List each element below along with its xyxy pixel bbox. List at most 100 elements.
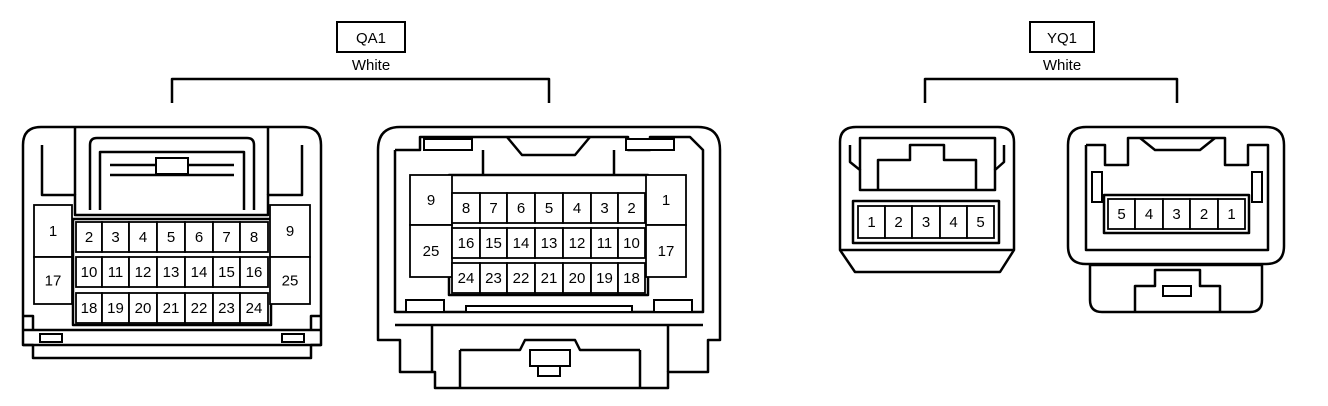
pin-cavity: [128, 256, 158, 288]
pin-cavity: [451, 227, 481, 259]
pin-number: 3: [922, 214, 930, 231]
pin-number: 9: [286, 223, 294, 240]
pin-number: 10: [623, 235, 640, 252]
pin-cavity: [645, 224, 687, 278]
pin-number: 21: [163, 300, 180, 317]
pin-number: 3: [1172, 206, 1180, 223]
pin-cavity: [212, 256, 241, 288]
pin-number: 18: [623, 270, 640, 287]
yq1-color-label: White: [1043, 57, 1081, 74]
pin-number: 22: [191, 300, 208, 317]
pin-cavity: [156, 256, 186, 288]
yq1-id-label: YQ1: [1047, 30, 1077, 47]
pin-number: 13: [541, 235, 558, 252]
pin-cavity: [617, 262, 646, 294]
pin-number: 3: [111, 229, 119, 246]
pin-cavity: [409, 174, 453, 226]
pin-number: 22: [513, 270, 530, 287]
pin-number: 12: [569, 235, 586, 252]
pin-number: 24: [246, 300, 263, 317]
yq1-left-housing: [838, 125, 1016, 274]
pin-cavity: [966, 205, 995, 239]
pin-number: 20: [569, 270, 586, 287]
pin-cavity: [239, 221, 269, 253]
pin-number: 23: [218, 300, 235, 317]
qa1-color-label: White: [352, 57, 390, 74]
qa1-label-box: [336, 21, 406, 53]
pin-number: 4: [949, 214, 957, 231]
pin-cavity: [479, 262, 508, 294]
pin-number: 5: [545, 200, 553, 217]
pin-number: 4: [573, 200, 581, 217]
pin-number: 6: [195, 229, 203, 246]
pin-number: 18: [81, 300, 98, 317]
pin-cavity: [562, 227, 592, 259]
pin-number: 1: [867, 214, 875, 231]
pin-number: 5: [1117, 206, 1125, 223]
pin-number: 16: [246, 264, 263, 281]
pin-number: 19: [596, 270, 613, 287]
pin-cavity: [617, 227, 646, 259]
pin-number: 7: [489, 200, 497, 217]
pin-cavity: [562, 192, 592, 224]
pin-number: 2: [627, 200, 635, 217]
pin-cavity: [562, 262, 592, 294]
pin-number: 2: [894, 214, 902, 231]
pin-number: 1: [1227, 206, 1235, 223]
qa1-label-group: QA1 White: [170, 21, 551, 103]
qa1-bracket: [170, 77, 551, 103]
pin-number: 2: [1200, 206, 1208, 223]
pin-cavity: [269, 256, 311, 305]
pin-number: 13: [163, 264, 180, 281]
pin-number: 1: [662, 192, 670, 209]
pin-cavity: [33, 204, 73, 258]
pin-cavity: [534, 262, 564, 294]
pin-cavity: [239, 292, 269, 324]
pin-number: 17: [658, 243, 675, 260]
pin-cavity: [590, 227, 619, 259]
pin-cavity: [1162, 198, 1191, 230]
pin-number: 4: [1145, 206, 1153, 223]
pin-number: 14: [191, 264, 208, 281]
pin-number: 6: [517, 200, 525, 217]
pin-number: 8: [250, 229, 258, 246]
pin-number: 19: [107, 300, 124, 317]
pin-number: 11: [108, 264, 124, 281]
pin-number: 25: [282, 273, 299, 290]
pin-cavity: [1189, 198, 1219, 230]
yq1-right-pins: 5 4 3 2 1: [1107, 198, 1246, 230]
pin-cavity: [239, 256, 269, 288]
pin-cavity: [156, 292, 186, 324]
pin-number: 8: [462, 200, 470, 217]
pin-number: 5: [976, 214, 984, 231]
pin-cavity: [506, 192, 536, 224]
pin-number: 9: [427, 192, 435, 209]
pin-number: 15: [218, 264, 235, 281]
pin-cavity: [534, 227, 564, 259]
pin-number: 1: [49, 223, 57, 240]
pin-cavity: [617, 192, 646, 224]
pin-number: 16: [458, 235, 475, 252]
yq1-label-group: YQ1 White: [923, 21, 1179, 103]
pin-number: 17: [45, 273, 62, 290]
pin-number: 25: [423, 243, 440, 260]
pin-cavity: [409, 224, 453, 278]
pin-cavity: [156, 221, 186, 253]
pin-number: 11: [597, 235, 613, 252]
pin-number: 12: [135, 264, 152, 281]
pin-number: 15: [485, 235, 502, 252]
pin-number: 3: [600, 200, 608, 217]
pin-number: 21: [541, 270, 558, 287]
yq1-bracket: [923, 77, 1179, 103]
yq1-left-pins: 1 2 3 4 5: [857, 205, 995, 239]
pin-cavity: [479, 192, 508, 224]
pin-number: 7: [222, 229, 230, 246]
pin-cavity: [939, 205, 968, 239]
pin-cavity: [101, 292, 130, 324]
pin-cavity: [534, 192, 564, 224]
pin-number: 4: [139, 229, 147, 246]
